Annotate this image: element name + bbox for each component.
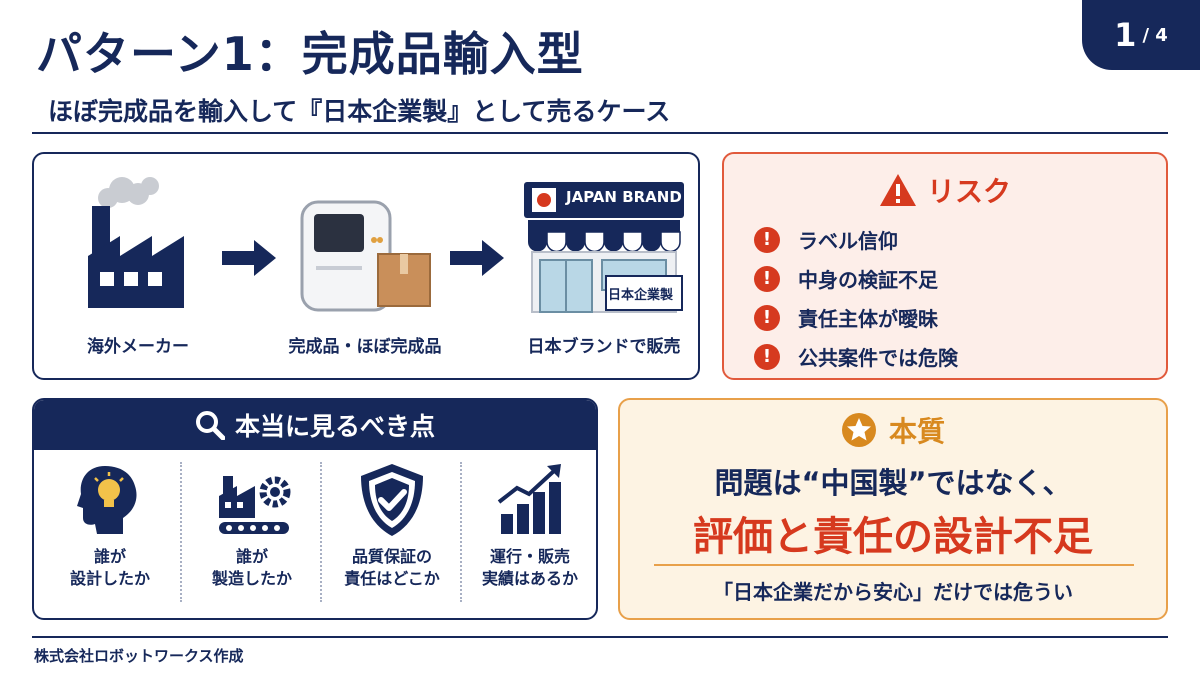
page-current: 1 <box>1114 16 1137 54</box>
column-divider <box>320 462 322 602</box>
essence-emphasis: 評価と責任の設計不足 <box>693 514 1093 560</box>
essence-note: 「日本企業だから安心」だけでは危うい <box>713 580 1073 604</box>
check-point-item: 誰が製造したか <box>182 462 322 612</box>
arrow-right-icon <box>450 240 504 276</box>
warning-icon <box>879 174 916 206</box>
flow-panel: JAPAN BRAND 日本企業製 海外メーカー 完成品・ほぼ完成品 日本ブラン… <box>32 152 700 380</box>
exclamation-icon: ! <box>754 304 780 331</box>
essence-heading: 本質 <box>888 415 945 448</box>
essence-panel: 本質 問題は“中国製”ではなく、 評価と責任の設計不足 「日本企業だから安心」だ… <box>618 398 1168 620</box>
page-indicator: 1 / 4 <box>1082 0 1200 70</box>
exclamation-icon: ! <box>754 343 780 370</box>
store-board-text: 日本企業製 <box>608 288 674 303</box>
column-divider <box>460 462 462 602</box>
store-sign-text: JAPAN BRAND <box>566 188 682 206</box>
risk-item: !中身の検証不足 <box>754 259 958 298</box>
flow-step-label: 海外メーカー <box>87 337 189 357</box>
header-divider <box>32 132 1168 134</box>
shield-check-icon <box>361 464 423 536</box>
check-points-header: 本当に見るべき点 <box>34 400 596 450</box>
risk-list: !ラベル信仰 !中身の検証不足 !責任主体が曖昧 !公共案件では危険 <box>754 220 958 376</box>
star-badge-icon <box>841 413 876 447</box>
essence-divider <box>654 564 1134 566</box>
essence-statement: 問題は“中国製”ではなく、 <box>714 466 1072 500</box>
page-subtitle: ほぼ完成品を輸入して『日本企業製』として売るケース <box>48 97 671 126</box>
page-title: パターン1：完成品輸入型 <box>36 27 584 81</box>
flow-step-label: 日本ブランドで販売 <box>527 337 681 357</box>
search-icon <box>195 411 225 440</box>
column-divider <box>180 462 182 602</box>
check-point-item: 誰が設計したか <box>40 462 180 612</box>
exclamation-icon: ! <box>754 226 780 253</box>
machine-with-box-icon <box>300 200 431 312</box>
page-total: / 4 <box>1142 24 1168 46</box>
flow-step-label: 完成品・ほぼ完成品 <box>288 337 442 357</box>
risk-item: !公共案件では危険 <box>754 337 958 376</box>
check-point-item: 品質保証の責任はどこか <box>322 462 462 612</box>
footer-divider <box>32 636 1168 638</box>
risk-panel: リスク !ラベル信仰 !中身の検証不足 !責任主体が曖昧 !公共案件では危険 <box>722 152 1168 380</box>
exclamation-icon: ! <box>754 265 780 292</box>
risk-item: !ラベル信仰 <box>754 220 958 259</box>
store-icon <box>524 182 684 313</box>
arrow-right-icon <box>222 240 276 276</box>
factory-gear-icon <box>219 476 291 534</box>
growth-chart-icon <box>497 464 561 534</box>
check-points-panel: 本当に見るべき点 誰が設計したか 誰が製造したか <box>32 398 598 620</box>
factory-icon <box>88 177 184 308</box>
risk-heading: リスク <box>926 175 1011 208</box>
check-points-heading: 本当に見るべき点 <box>234 412 435 441</box>
check-point-item: 運行・販売実績はあるか <box>460 462 596 612</box>
risk-item: !責任主体が曖昧 <box>754 298 958 337</box>
lightbulb-head-icon <box>77 466 137 534</box>
footer-credit: 株式会社ロボットワークス作成 <box>34 647 244 665</box>
